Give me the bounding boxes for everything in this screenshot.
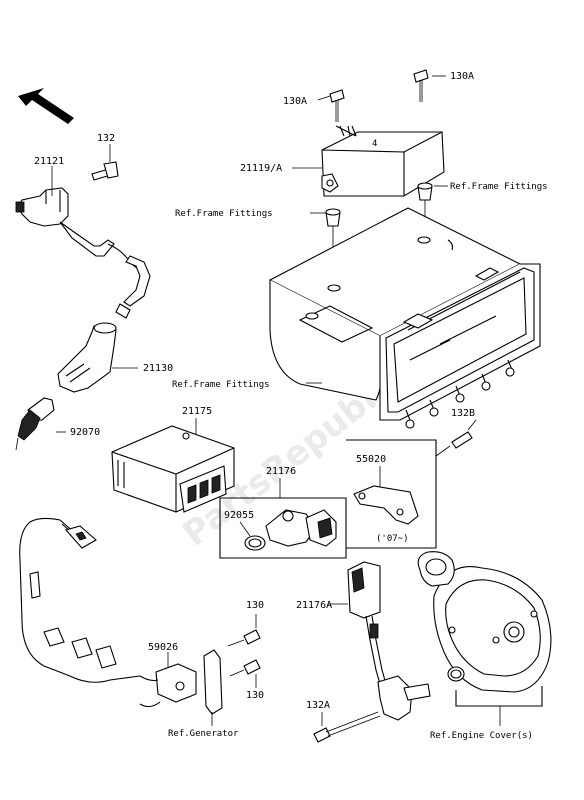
- ignition-coil-part: [15, 187, 151, 319]
- bolt-132-part: [91, 144, 119, 181]
- engine-cover-leader: [455, 686, 543, 707]
- label-59026: 59026: [148, 642, 178, 653]
- bolt-132a-part: [313, 711, 381, 743]
- bracket-55020-part: [353, 485, 419, 525]
- front-direction-arrow-icon: [18, 88, 74, 124]
- label-ref-generator: Ref.Generator: [168, 729, 239, 739]
- label-ref-frame-fittings-right: Ref.Frame Fittings: [450, 182, 548, 192]
- label-132: 132: [97, 133, 115, 144]
- generator-sensor-59026-part: [139, 649, 223, 715]
- bolt-130-lower-part: [229, 659, 261, 677]
- label-ref-frame-fittings-bottom: Ref.Frame Fittings: [172, 380, 270, 390]
- plug-cap-21130-part: [57, 322, 117, 393]
- label-130-upper: 130: [246, 600, 264, 611]
- label-132b: 132B: [451, 408, 475, 419]
- label-92070: 92070: [70, 427, 100, 438]
- spark-plug-92070-part: [15, 397, 55, 451]
- engine-cover-part: [417, 551, 552, 693]
- regulator-21119a-part: 4: [321, 125, 445, 197]
- battery-case-part: [268, 207, 541, 429]
- label-21176a: 21176A: [296, 600, 332, 611]
- label-132a: 132A: [306, 700, 330, 711]
- label-130a-right: 130A: [450, 71, 474, 82]
- label-21121: 21121: [34, 156, 64, 167]
- sensor-group-frame: [219, 497, 347, 559]
- sensor-21176-part: [244, 509, 337, 551]
- label-21175: 21175: [182, 406, 212, 417]
- bolt-130a-left-part: [329, 89, 345, 122]
- label-ref-engine-cover: Ref.Engine Cover(s): [430, 731, 533, 741]
- wire-harness-part: [19, 517, 141, 683]
- svg-text:4: 4: [372, 139, 377, 149]
- label-92055: 92055: [224, 510, 254, 521]
- label-21130: 21130: [143, 363, 173, 374]
- label-21119a: 21119/A: [240, 163, 282, 174]
- label-21176: 21176: [266, 466, 296, 477]
- sensor-21176a-part: [347, 561, 431, 721]
- label-130a-left: 130A: [283, 96, 307, 107]
- label-130-lower: 130: [246, 690, 264, 701]
- label-year-note: ('07~): [376, 534, 409, 544]
- label-ref-frame-fittings-left: Ref.Frame Fittings: [175, 209, 273, 219]
- bolt-130-upper-part: [227, 629, 261, 647]
- cdi-unit-21175-part: [111, 425, 235, 513]
- bolt-130a-right-part: [413, 69, 429, 102]
- label-55020: 55020: [356, 454, 386, 465]
- bolt-132b-part: [435, 431, 473, 457]
- bracket-group-frame: [346, 439, 437, 549]
